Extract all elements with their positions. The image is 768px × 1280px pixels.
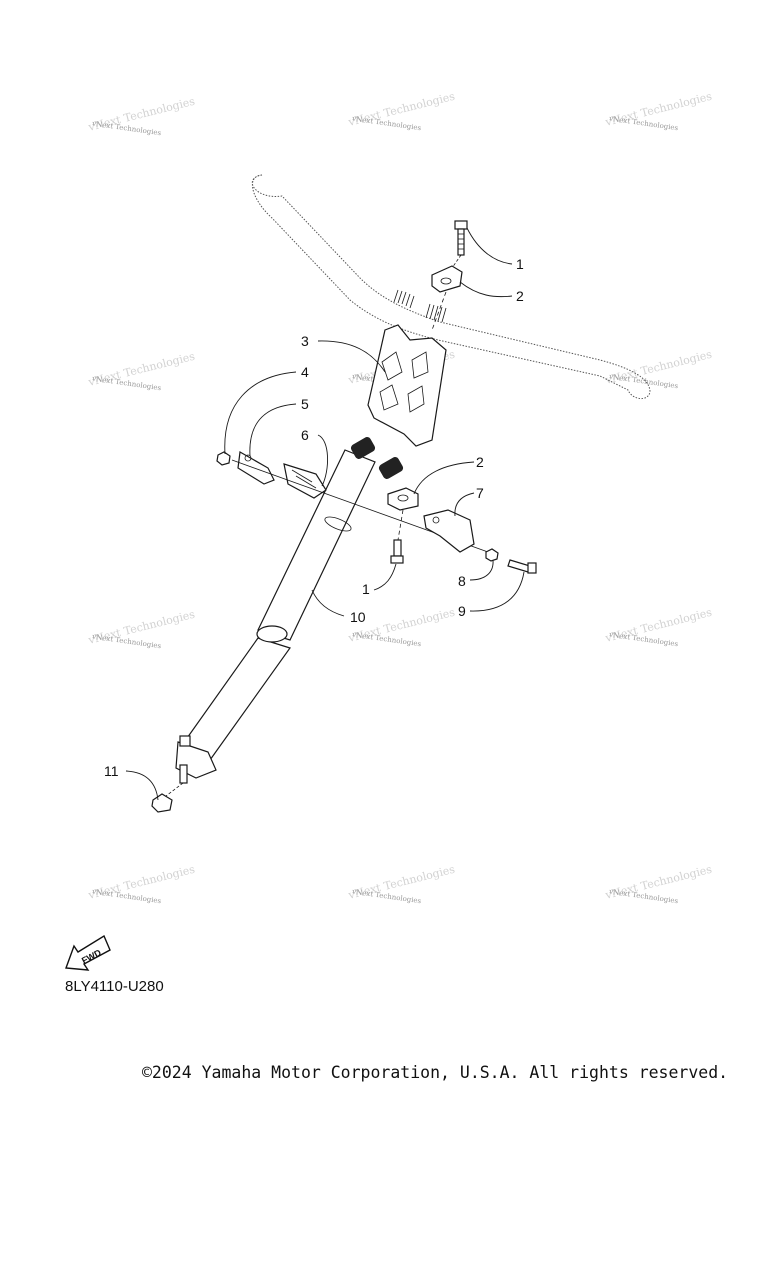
callout-4: 4 (301, 364, 309, 380)
handlebar-outline (251, 174, 651, 399)
part-10-steering-column (179, 437, 404, 761)
callout-7: 7 (476, 485, 484, 501)
callout-8: 8 (458, 573, 466, 589)
part-6-lever (283, 463, 327, 499)
handlebar-knurl-right (425, 303, 447, 323)
callout-1-top: 1 (516, 256, 524, 272)
callout-3: 3 (301, 333, 309, 349)
callout-10: 10 (350, 609, 366, 625)
part-1-bolt-top (454, 220, 468, 256)
part-1-bolt-bottom (390, 539, 404, 564)
part-5-bracket (237, 451, 275, 485)
callout-2-top: 2 (516, 288, 524, 304)
part-2-upper-clamp (431, 265, 463, 293)
part-2-lower-clamp (387, 487, 419, 511)
part-8-nut (485, 548, 499, 562)
callout-6: 6 (301, 427, 309, 443)
part-11-nut (151, 764, 188, 813)
leader-lines (125, 227, 525, 801)
diagram-code: 8LY4110-U280 (65, 978, 164, 995)
callout-11: 11 (104, 763, 119, 779)
handlebar-knurl-left (393, 289, 415, 309)
part-9-screw (507, 559, 537, 574)
callout-9: 9 (458, 603, 466, 619)
callouts: 1 2 3 4 5 6 2 7 1 8 9 10 11 (104, 256, 524, 779)
copyright-text: ©2024 Yamaha Motor Corporation, U.S.A. A… (142, 1063, 729, 1082)
callout-1-lower: 1 (362, 581, 370, 597)
callout-5: 5 (301, 396, 309, 412)
part-7-bracket (423, 509, 475, 553)
part-3-riser (367, 324, 447, 447)
fwd-arrow: FWD (65, 934, 111, 971)
handlebar (251, 174, 651, 399)
part-4-nut (216, 451, 231, 466)
callout-2-lower: 2 (476, 454, 484, 470)
